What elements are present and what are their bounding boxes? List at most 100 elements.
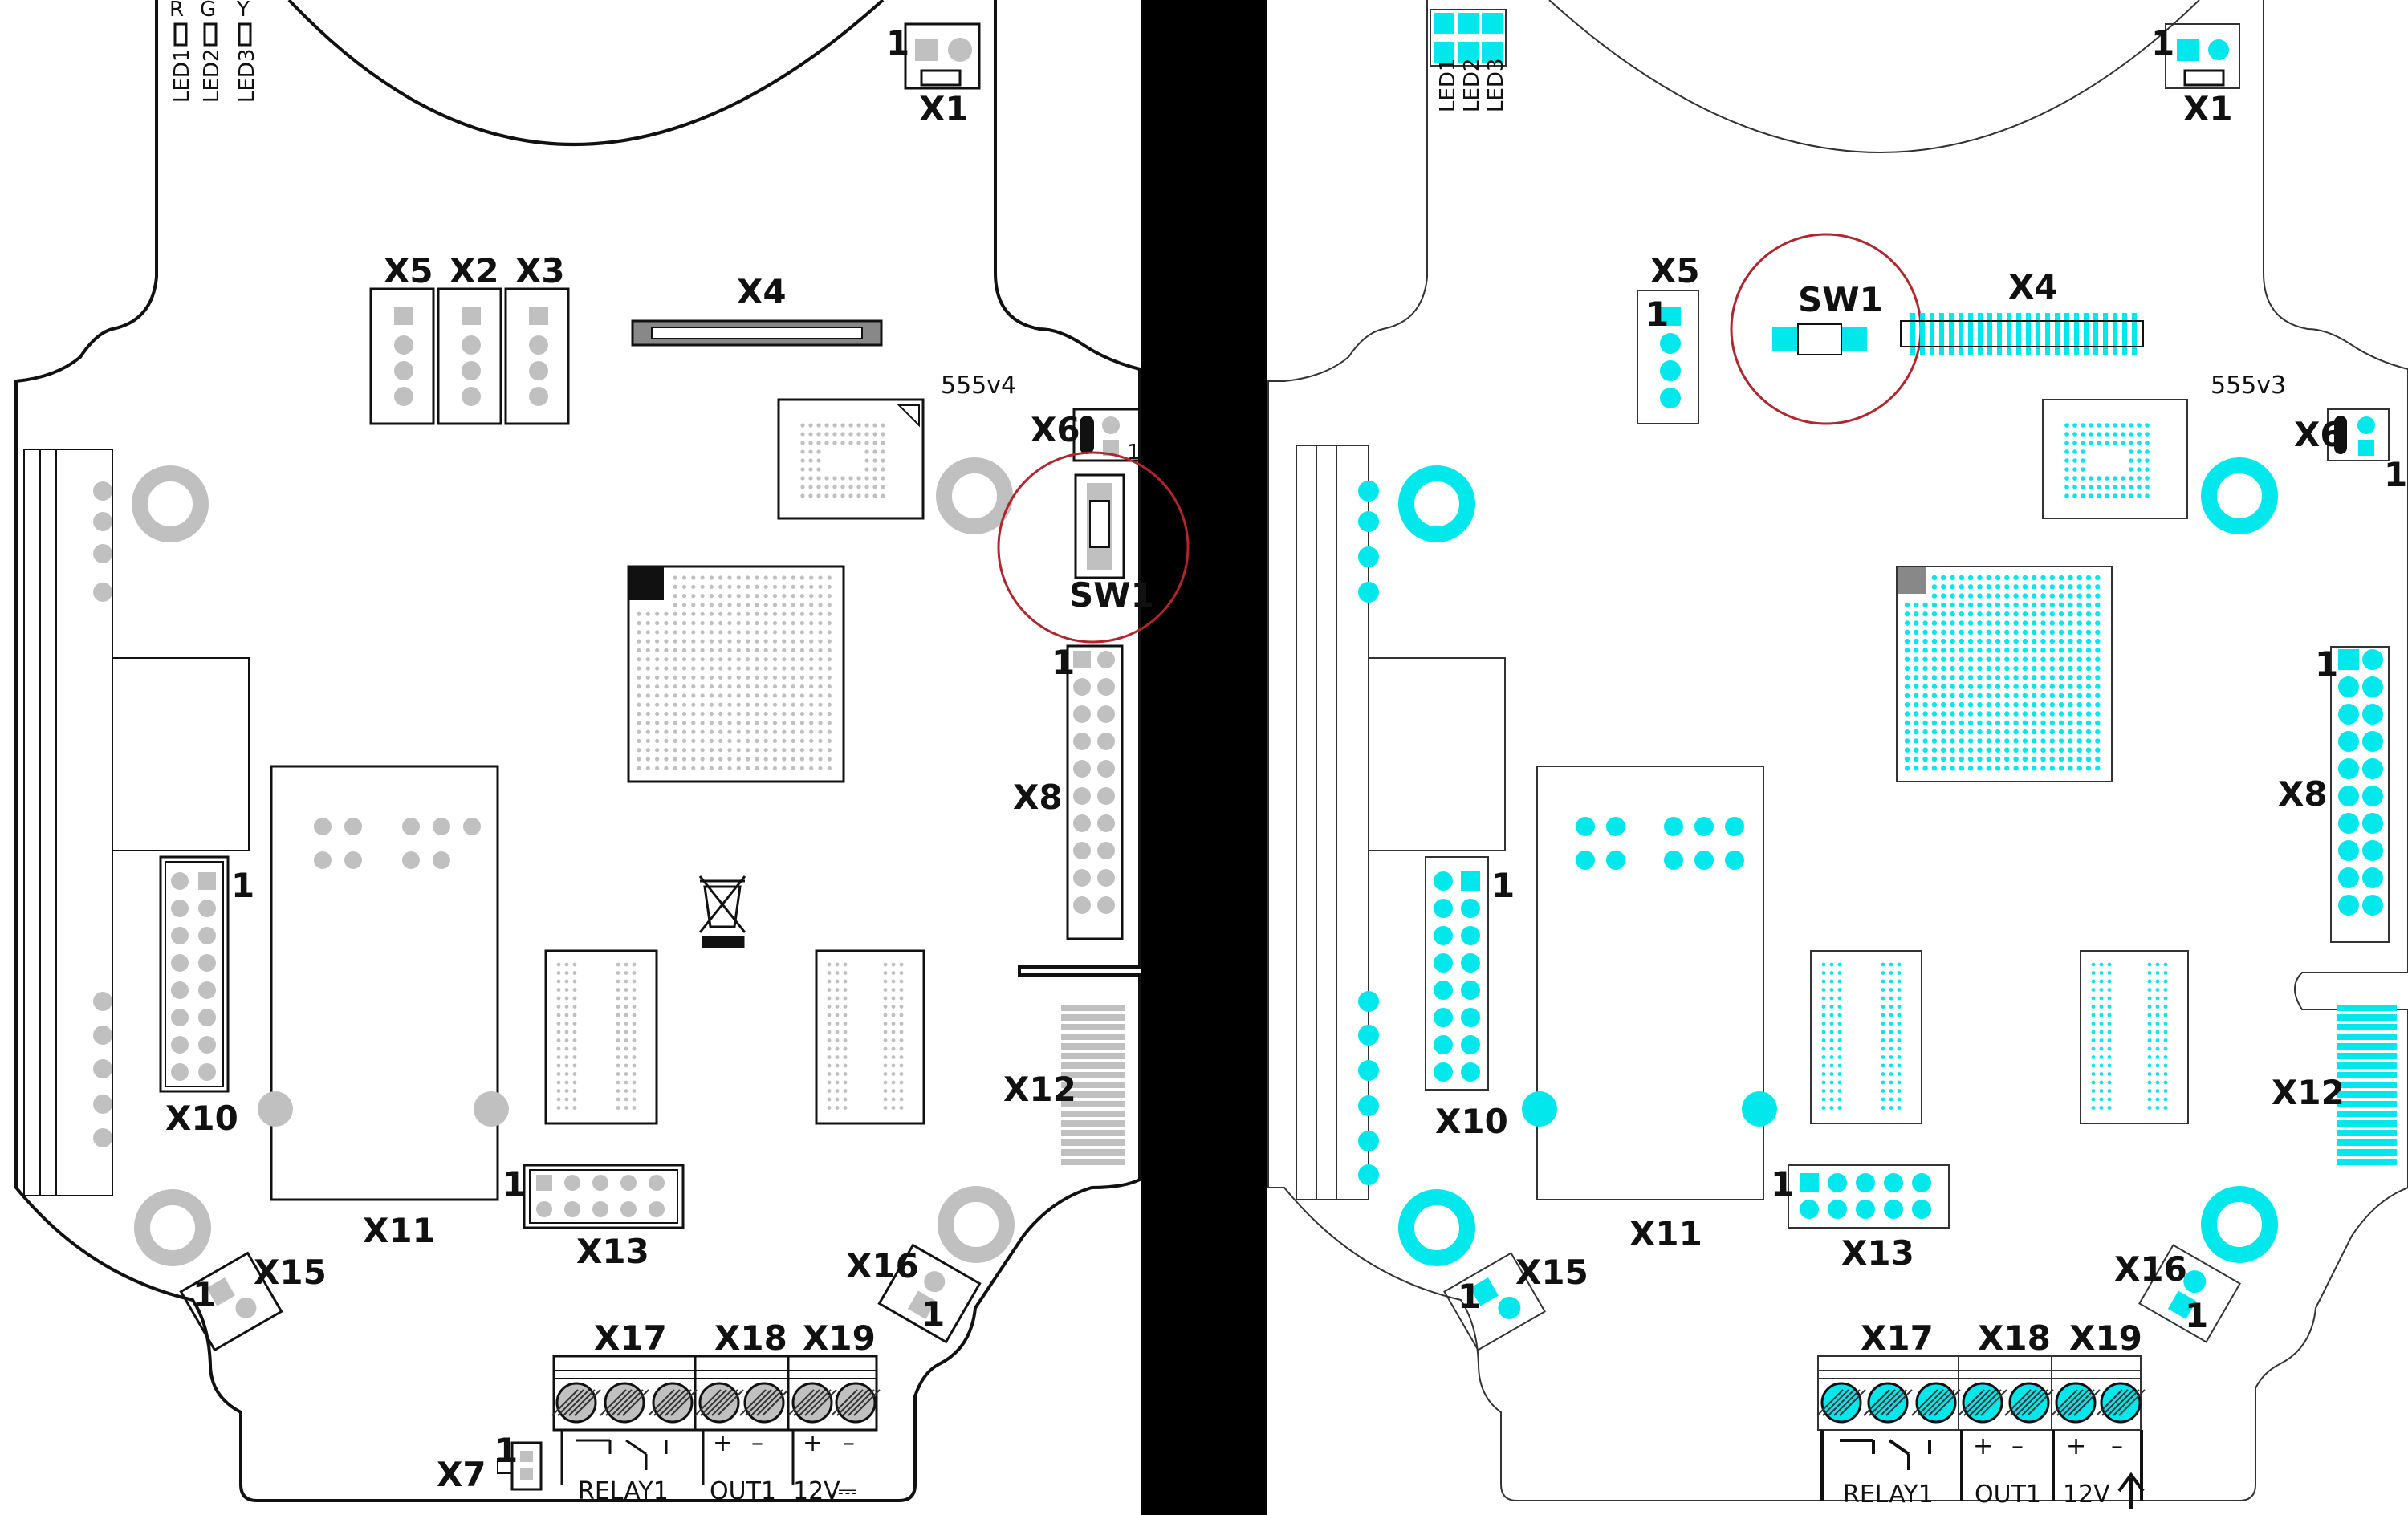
- pad: [2147, 988, 2152, 992]
- pad: [2155, 1072, 2160, 1076]
- pad: [572, 971, 577, 975]
- pad: [1061, 1072, 1125, 1078]
- pad: [681, 766, 687, 770]
- pad: [809, 594, 814, 599]
- pad: [709, 603, 714, 607]
- pad: [899, 988, 904, 992]
- pad: [1837, 1097, 1842, 1102]
- pad: [1950, 756, 1955, 762]
- pad: [832, 423, 837, 428]
- pad: [808, 493, 813, 498]
- pad: [2107, 1063, 2112, 1068]
- pad: [1914, 702, 1919, 708]
- right-version-label: 555v3: [2211, 372, 2286, 400]
- pad: [2076, 602, 2082, 608]
- pad: [1904, 766, 1910, 771]
- pad: [2338, 731, 2359, 752]
- pad: [624, 1055, 628, 1059]
- pad: [655, 721, 660, 725]
- pad: [2095, 584, 2101, 590]
- pad: [645, 611, 650, 616]
- pad: [1829, 1046, 1834, 1051]
- pad: [818, 702, 823, 707]
- pad: [2091, 962, 2096, 967]
- pad: [746, 702, 750, 707]
- pad: [883, 962, 888, 967]
- pad: [2091, 1038, 2096, 1042]
- pad: [755, 711, 759, 717]
- pad: [645, 657, 650, 662]
- pad: [763, 711, 768, 717]
- pad: [2097, 441, 2101, 445]
- pad: [1061, 1034, 1125, 1040]
- pad: [1950, 766, 1955, 771]
- pad: [1959, 675, 1964, 680]
- pad: [572, 1080, 577, 1085]
- pad: [883, 1097, 888, 1102]
- pad: [1986, 584, 1991, 590]
- pad: [1061, 1082, 1125, 1088]
- pad: [2049, 656, 2055, 662]
- pad: [1914, 656, 1919, 662]
- pad: [827, 1097, 832, 1102]
- pad: [800, 423, 805, 428]
- pad: [843, 1063, 848, 1068]
- pad: [664, 666, 669, 671]
- pad: [572, 996, 577, 1001]
- pad: [1061, 1111, 1125, 1117]
- pad: [2155, 1063, 2160, 1068]
- pad: [564, 1097, 569, 1102]
- screw-hatch: [1911, 1389, 1938, 1416]
- pad: [799, 611, 805, 616]
- pad: [691, 666, 696, 671]
- pad: [1829, 1089, 1834, 1093]
- pad: [827, 1022, 832, 1026]
- pad: [835, 1106, 840, 1110]
- pad: [1061, 1024, 1125, 1030]
- pad: [2013, 602, 2019, 608]
- pad: [1904, 738, 1910, 744]
- screw-hatch: [1975, 1389, 2002, 1416]
- pad: [799, 657, 805, 662]
- pad: [700, 675, 705, 680]
- pad: [827, 971, 832, 975]
- pad: [2107, 1013, 2112, 1017]
- pad: [2099, 1038, 2104, 1042]
- pad: [1995, 720, 2001, 725]
- pad: [843, 1046, 848, 1051]
- pad: [1889, 996, 1893, 1001]
- pad: [681, 594, 687, 599]
- pad: [536, 1175, 552, 1191]
- pad: [763, 639, 768, 644]
- pad: [1950, 675, 1955, 680]
- pad: [2081, 449, 2085, 454]
- pad: [835, 1005, 840, 1009]
- pad: [782, 630, 787, 635]
- pad: [2099, 1013, 2104, 1017]
- pad: [1967, 629, 1974, 635]
- pad: [782, 639, 787, 644]
- left-x12-label: X12: [1003, 1070, 1076, 1109]
- pad: [2163, 1106, 2168, 1110]
- pad: [799, 675, 805, 680]
- pad: [1904, 629, 1910, 635]
- pad: [727, 639, 732, 644]
- pad: [2022, 711, 2028, 717]
- pad: [616, 988, 620, 992]
- pad: [1837, 1005, 1842, 1009]
- pad: [709, 620, 714, 626]
- pad: [2095, 702, 2101, 708]
- pad: [1931, 747, 1938, 753]
- pad: [1986, 693, 1991, 699]
- pad: [755, 729, 759, 734]
- pad: [727, 684, 732, 689]
- pad: [1837, 996, 1842, 1001]
- pad: [899, 1097, 904, 1102]
- pad: [1931, 575, 1938, 581]
- pad: [564, 1089, 569, 1093]
- pad: [2163, 1046, 2168, 1051]
- pad: [2155, 1013, 2160, 1017]
- pad: [2163, 1022, 2168, 1026]
- pad: [1097, 678, 1115, 696]
- pad: [1821, 1106, 1826, 1110]
